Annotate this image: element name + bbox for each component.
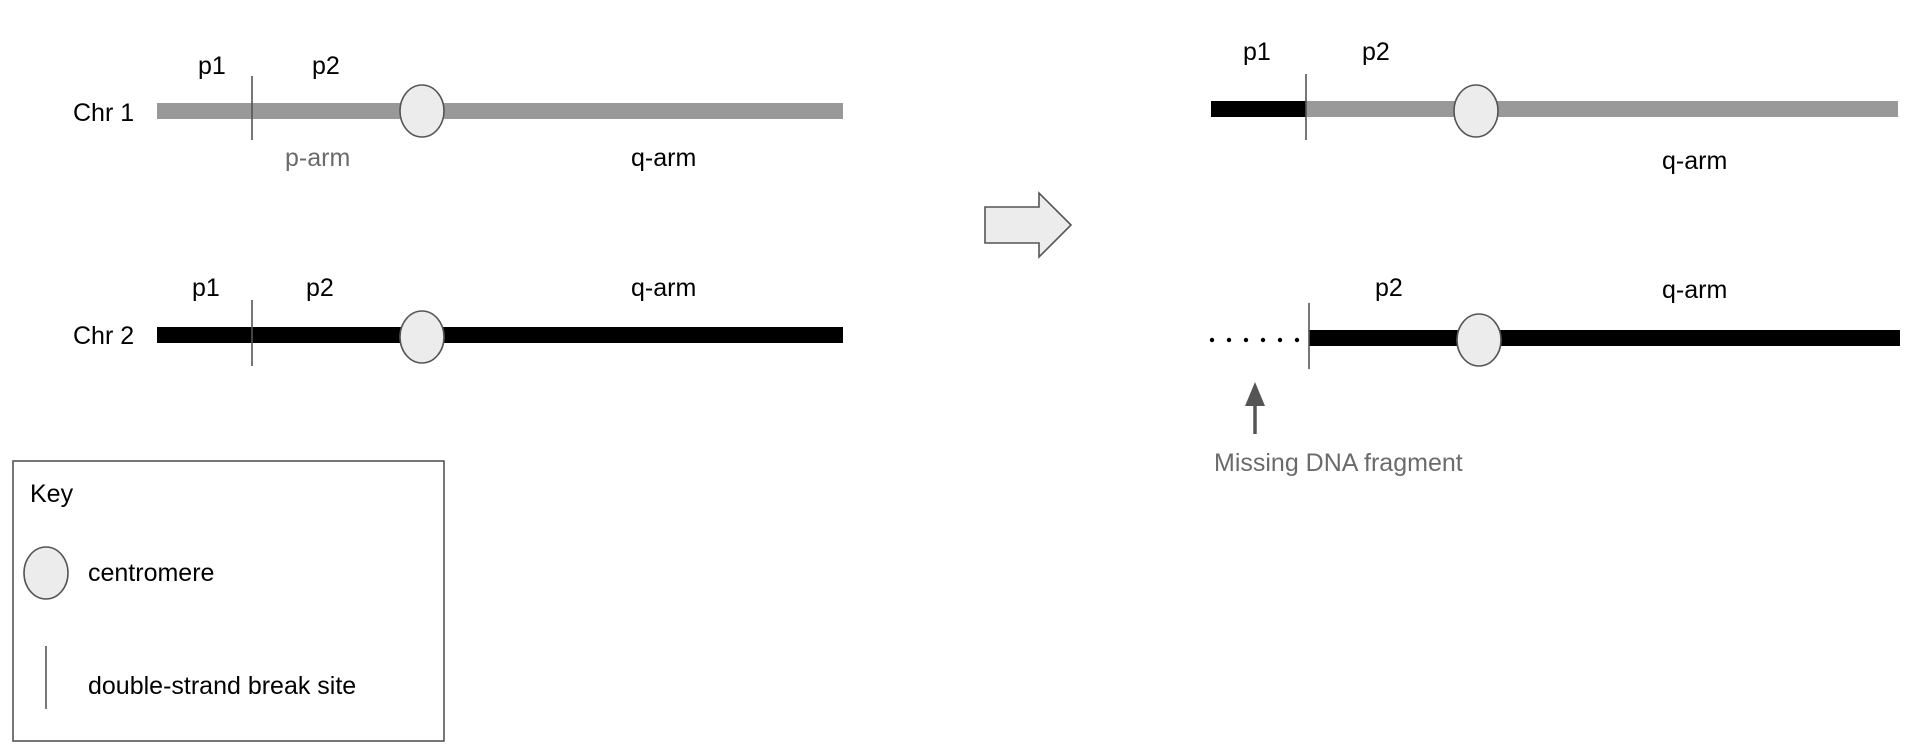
chr2-name-label: Chr 2 bbox=[73, 322, 134, 350]
missing-fragment-label: Missing DNA fragment bbox=[1214, 449, 1463, 477]
after-top-black-segment bbox=[1211, 101, 1306, 117]
key-border bbox=[12, 460, 445, 742]
after-bottom-bar bbox=[1309, 330, 1900, 346]
chr2-before: p1 p2 q-arm Chr 2 bbox=[73, 274, 843, 366]
chr1-p1-label: p1 bbox=[198, 52, 226, 80]
chr1-p2-label: p2 bbox=[312, 52, 340, 80]
chr2-after: p2 q-arm Missing DNA fragment bbox=[1209, 274, 1900, 477]
up-arrow-icon bbox=[1245, 382, 1265, 434]
after-bottom-q-arm-label: q-arm bbox=[1662, 276, 1727, 304]
chr1-name-label: Chr 1 bbox=[73, 99, 134, 127]
after-top-gray-segment bbox=[1306, 101, 1898, 117]
chr2-p2-label: p2 bbox=[306, 274, 334, 302]
key-centromere-icon bbox=[23, 546, 69, 600]
chr1-before: p1 p2 Chr 1 p-arm q-arm bbox=[73, 52, 843, 172]
after-top-p1-label: p1 bbox=[1243, 38, 1271, 66]
after-bottom-centromere bbox=[1456, 313, 1502, 367]
missing-fragment-dots bbox=[1209, 337, 1300, 343]
chr1-p-arm-label: p-arm bbox=[285, 144, 350, 172]
key-break-site-label: double-strand break site bbox=[88, 672, 356, 700]
key-title: Key bbox=[30, 480, 74, 508]
chr1-q-arm-label: q-arm bbox=[631, 144, 696, 172]
chr1-centromere bbox=[399, 84, 445, 138]
chr2-q-arm-label: q-arm bbox=[631, 274, 696, 302]
chr2-bar bbox=[157, 327, 843, 343]
after-bottom-p2-label: p2 bbox=[1375, 274, 1403, 302]
chr1-bar bbox=[157, 103, 843, 119]
key-box: Key centromere double-strand break site bbox=[12, 460, 445, 742]
after-top-q-arm-label: q-arm bbox=[1662, 147, 1727, 175]
key-centromere-label: centromere bbox=[88, 559, 214, 587]
chr2-centromere bbox=[399, 310, 445, 364]
after-top-centromere bbox=[1453, 84, 1499, 138]
after-top-p2-label: p2 bbox=[1362, 38, 1390, 66]
right-arrow-icon bbox=[984, 191, 1073, 259]
chr1-after: p1 p2 q-arm bbox=[1211, 38, 1898, 175]
chr2-p1-label: p1 bbox=[192, 274, 220, 302]
